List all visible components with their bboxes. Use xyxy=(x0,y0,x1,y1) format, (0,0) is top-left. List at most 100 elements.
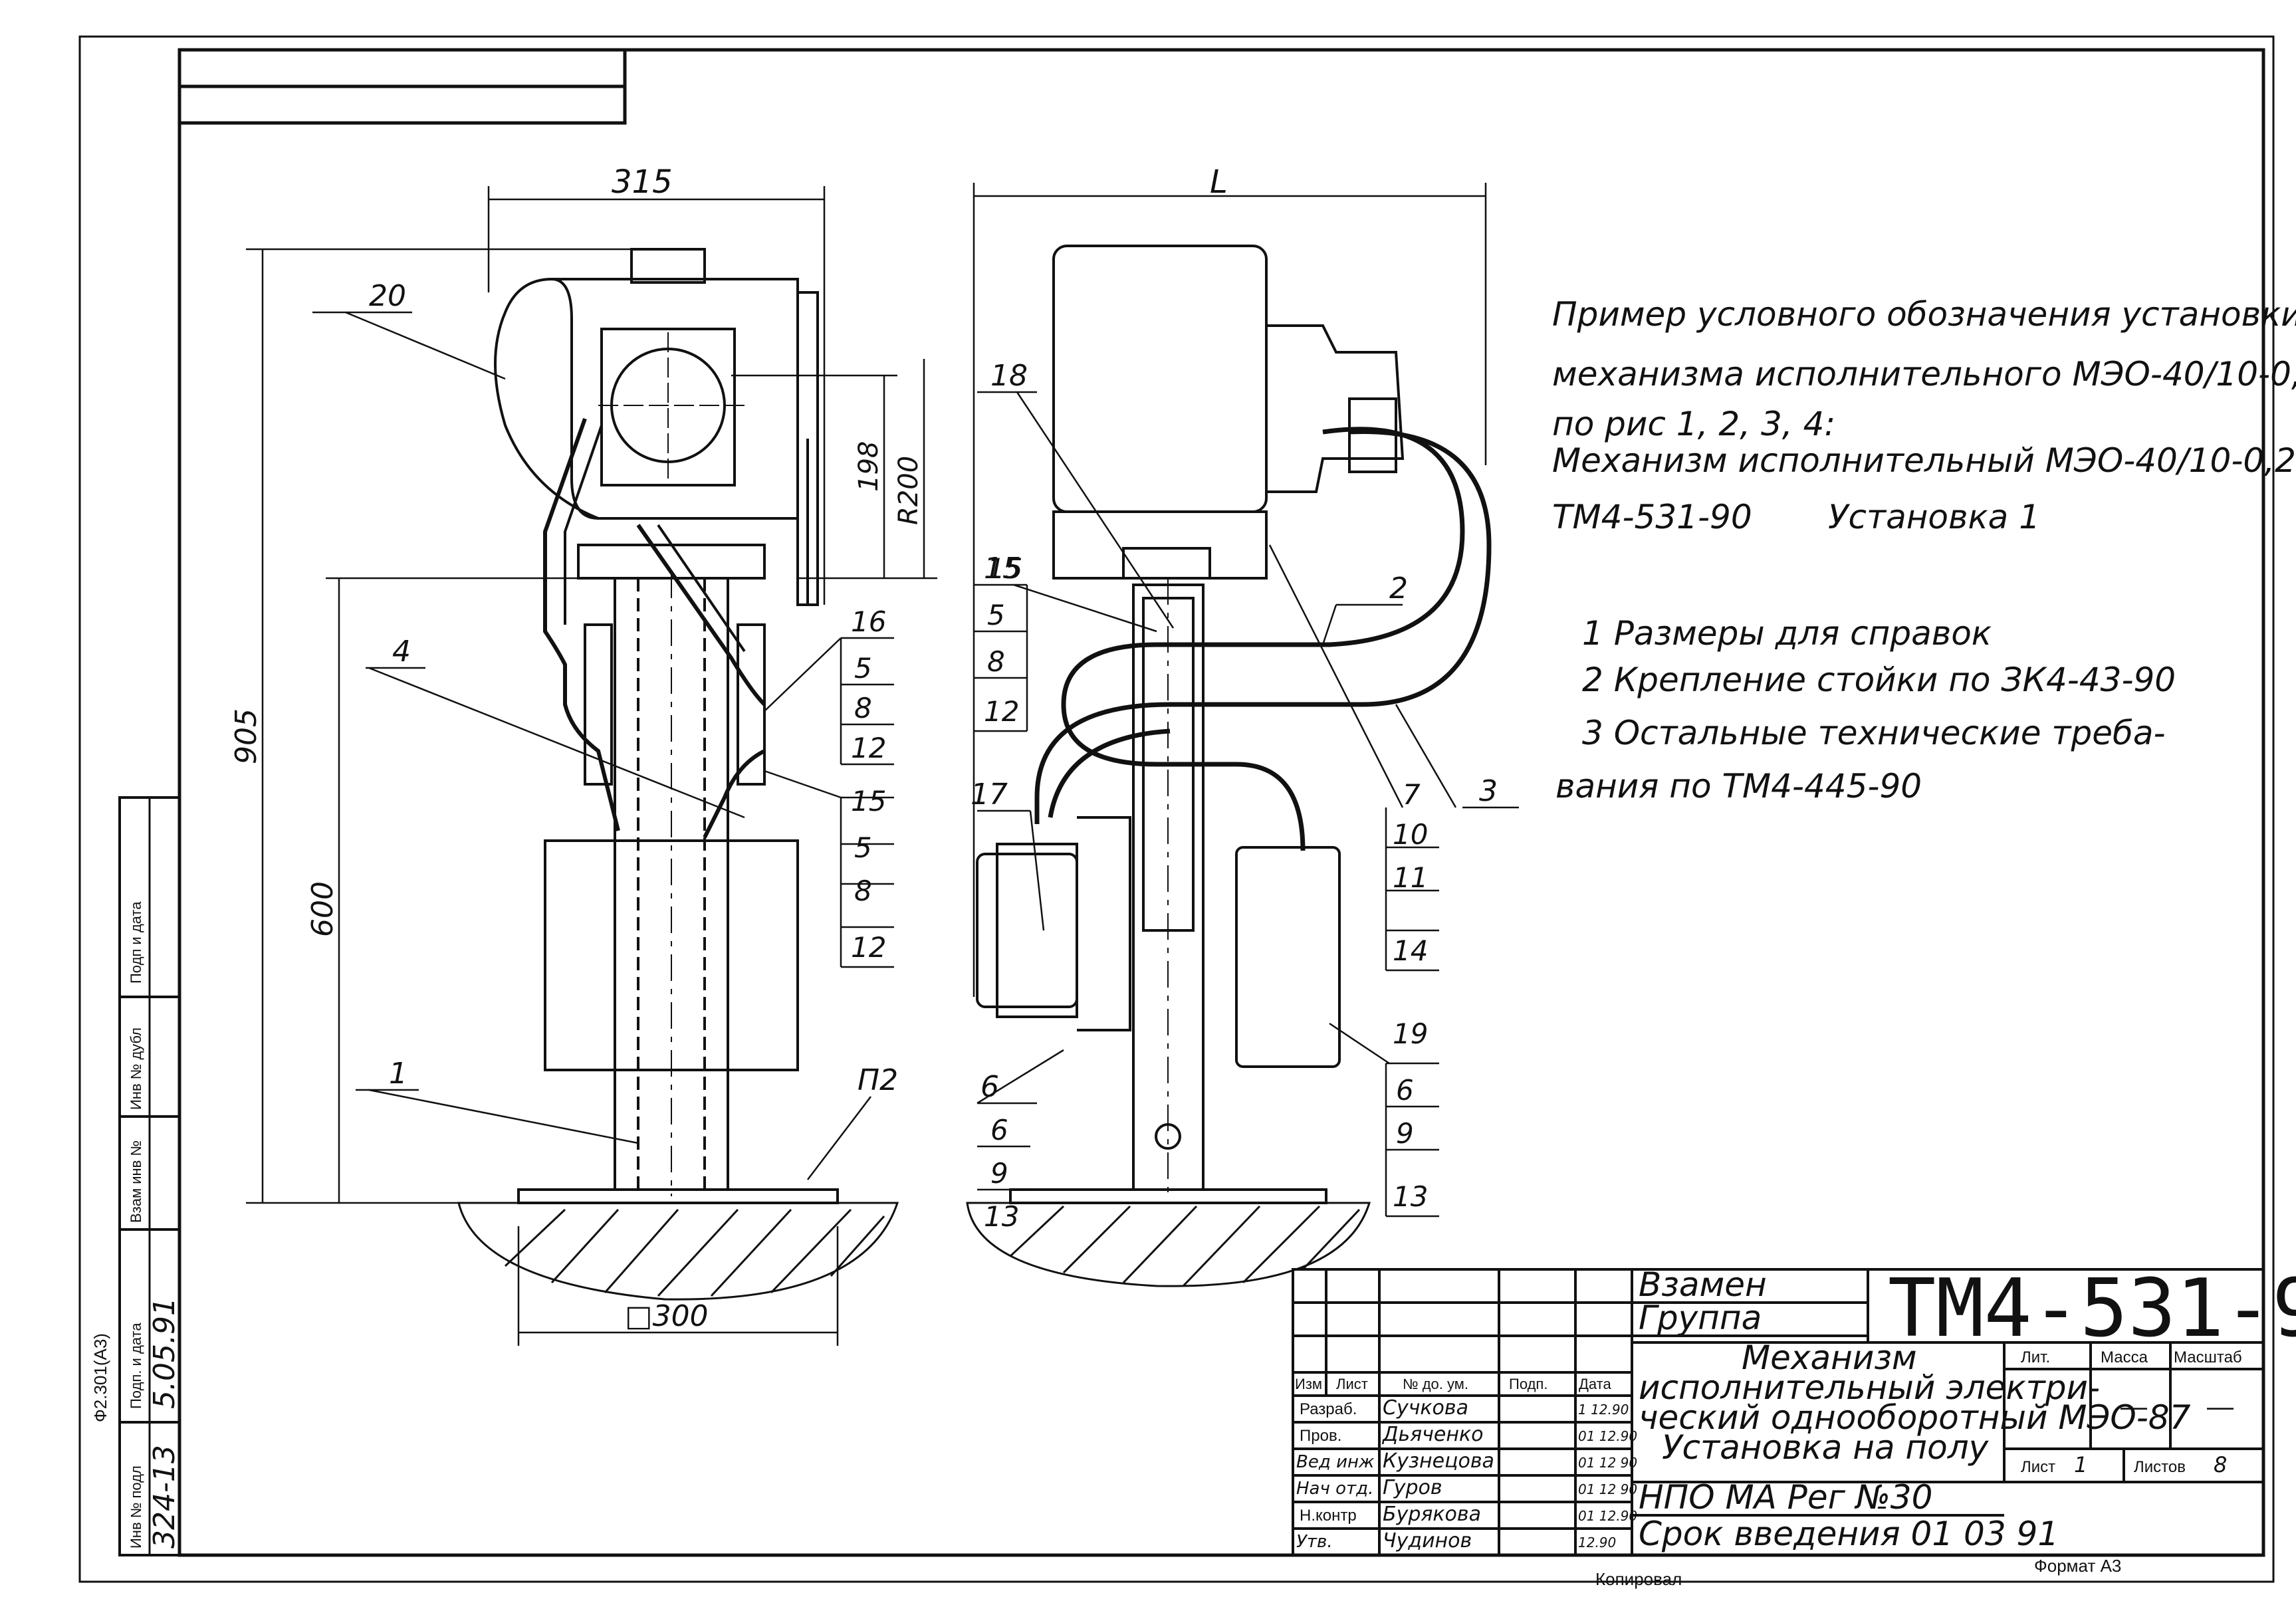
list-value: 1 xyxy=(2074,1452,2087,1477)
label-part-20: 20 xyxy=(369,279,406,313)
date-2: 01 12 90 xyxy=(1578,1455,1637,1471)
notes-block: Пример условного обозначения установки м… xyxy=(1552,295,2296,805)
stack-rb-1: 6 xyxy=(1396,1074,1414,1107)
right-view xyxy=(966,183,1519,1287)
stack-rl-0: 15 xyxy=(987,552,1022,585)
side-podp-date: Подп. и дата xyxy=(128,1323,144,1409)
dim-width-left: 315 xyxy=(612,163,673,201)
hdr-izm: Изм xyxy=(1295,1376,1322,1392)
stack-lt-0: 16 xyxy=(851,605,886,638)
format-label: Формат А3 xyxy=(2034,1556,2121,1576)
kopiroval-label: Копировал xyxy=(1595,1569,1682,1589)
label-part-1: 1 xyxy=(389,1057,407,1091)
stack-lb-0: 6 xyxy=(990,1114,1008,1146)
title-block xyxy=(1292,1268,2265,1556)
callout-stacks: 16 5 8 12 15 5 8 12 15 5 8 12 7 10 11 14… xyxy=(851,552,1428,1233)
role-1: Пров. xyxy=(1300,1427,1341,1445)
note-line-5-name: Установка 1 xyxy=(1828,498,2040,536)
dim-mech-height: 198 xyxy=(854,441,884,492)
massa-value: — xyxy=(2121,1392,2147,1422)
stack-rm-3: 14 xyxy=(1393,934,1428,967)
name-2: Кузнецова xyxy=(1383,1449,1494,1473)
role-4: Н.контр xyxy=(1300,1507,1357,1525)
label-part-2: 2 xyxy=(1389,572,1408,605)
title-line-3: ческий однооборотный МЭО-87 xyxy=(1639,1398,2191,1437)
stack-rl-2: 8 xyxy=(987,645,1005,678)
side-podp-date2: Подп и дата xyxy=(128,901,144,984)
masshtab-label: Масштаб xyxy=(2174,1348,2242,1366)
listov-value: 8 xyxy=(2214,1452,2227,1477)
hdr-doc: № до. ум. xyxy=(1403,1376,1468,1392)
masshtab-value: — xyxy=(2207,1392,2234,1422)
stack-lt-2: 8 xyxy=(854,692,872,724)
note-line-5-code: ТМ4-531-90 xyxy=(1552,498,1752,536)
date-1: 01 12.90 xyxy=(1578,1428,1637,1444)
side-inv-podl-value: 324-13 xyxy=(148,1445,181,1548)
gruppa-label: Группа xyxy=(1639,1299,1762,1337)
name-3: Гуров xyxy=(1383,1476,1442,1499)
stack-rb-3: 13 xyxy=(1393,1180,1428,1213)
label-part-3: 3 xyxy=(1479,774,1498,808)
role-0: Разраб. xyxy=(1300,1400,1357,1418)
name-5: Чудинов xyxy=(1383,1529,1472,1552)
side-stamp-text: Подп и дата Инв № дубл Взам инв № Подп. … xyxy=(90,901,181,1548)
title-line-1: Механизм xyxy=(1742,1338,1917,1377)
side-format-code: Ф2.301(А3) xyxy=(90,1333,110,1422)
hdr-podp: Подп. xyxy=(1509,1376,1548,1392)
srok-label: Срок введения 01 03 91 xyxy=(1639,1515,2059,1553)
vzamen-label: Взамен xyxy=(1639,1265,1767,1304)
stack-rl-3: 12 xyxy=(984,695,1019,728)
dimension-labels: 315 L 905 600 198 R200 □300 xyxy=(229,163,1228,1333)
date-5: 12.90 xyxy=(1578,1535,1616,1550)
stack-rb-0: 19 xyxy=(1393,1017,1428,1050)
side-inv-dubl: Инв № дубл xyxy=(128,1027,144,1110)
stack-lm-2: 8 xyxy=(854,875,872,907)
role-5: Утв. xyxy=(1296,1532,1333,1552)
dim-radius: R200 xyxy=(893,456,924,525)
dim-height-total: 905 xyxy=(229,708,263,764)
stack-rb-2: 9 xyxy=(1396,1117,1414,1150)
org-label: НПО МА Рег №30 xyxy=(1639,1478,1932,1517)
stack-rm-2: 11 xyxy=(1393,861,1428,894)
side-stamp xyxy=(118,796,181,1556)
stack-lt-1: 5 xyxy=(854,652,872,685)
requirement-3b: вания по ТМ4-445-90 xyxy=(1555,767,1922,805)
dim-height-post: 600 xyxy=(306,881,340,937)
note-line-3: по рис 1, 2, 3, 4: xyxy=(1552,405,1835,443)
stack-lb-1: 9 xyxy=(990,1157,1008,1190)
name-1: Дьяченко xyxy=(1381,1423,1483,1446)
label-part-18: 18 xyxy=(990,359,1028,393)
drawing-code: ТМ4-531-90 xyxy=(1888,1263,2296,1355)
stack-rm-1: 10 xyxy=(1393,818,1428,851)
role-3: Нач отд. xyxy=(1296,1479,1373,1499)
left-view xyxy=(246,186,937,1346)
stack-lb-2: 13 xyxy=(984,1200,1019,1233)
stack-rm-0: 7 xyxy=(1403,778,1421,811)
note-line-4: Механизм исполнительный МЭО-40/10-0,25-8… xyxy=(1552,441,2296,480)
stack-lm-1: 5 xyxy=(854,831,872,864)
label-part-17: 17 xyxy=(971,778,1008,811)
name-0: Сучкова xyxy=(1383,1396,1468,1420)
listov-label: Листов xyxy=(2134,1458,2186,1476)
side-inv-podl: Инв № подл xyxy=(128,1465,144,1548)
requirement-1: 1 Размеры для справок xyxy=(1582,614,1992,653)
title-block-text: ТМ4-531-90 Взамен Группа Механизм исполн… xyxy=(1295,1263,2296,1553)
massa-label: Масса xyxy=(2101,1348,2148,1366)
hdr-list: Лист xyxy=(1336,1376,1368,1392)
title-line-2: исполнительный электри- xyxy=(1639,1368,2100,1407)
name-4: Бурякова xyxy=(1383,1503,1481,1526)
label-part-6: 6 xyxy=(980,1070,999,1104)
footer: Копировал Формат А3 xyxy=(1595,1556,2121,1589)
role-2: Вед инж xyxy=(1296,1452,1375,1472)
sheet-frame xyxy=(78,35,2275,1583)
date-4: 01 12.90 xyxy=(1578,1508,1637,1524)
hdr-data: Дата xyxy=(1579,1376,1611,1392)
stack-rl-1: 5 xyxy=(987,599,1005,631)
list-label: Лист xyxy=(2021,1458,2055,1476)
stack-lm-0: 15 xyxy=(851,785,886,817)
stack-lm-3: 12 xyxy=(851,931,886,964)
label-part-4: 4 xyxy=(392,635,411,669)
side-podp-date-value: 5.05.91 xyxy=(148,1297,181,1409)
note-line-1: Пример условного обозначения установки xyxy=(1552,295,2296,334)
